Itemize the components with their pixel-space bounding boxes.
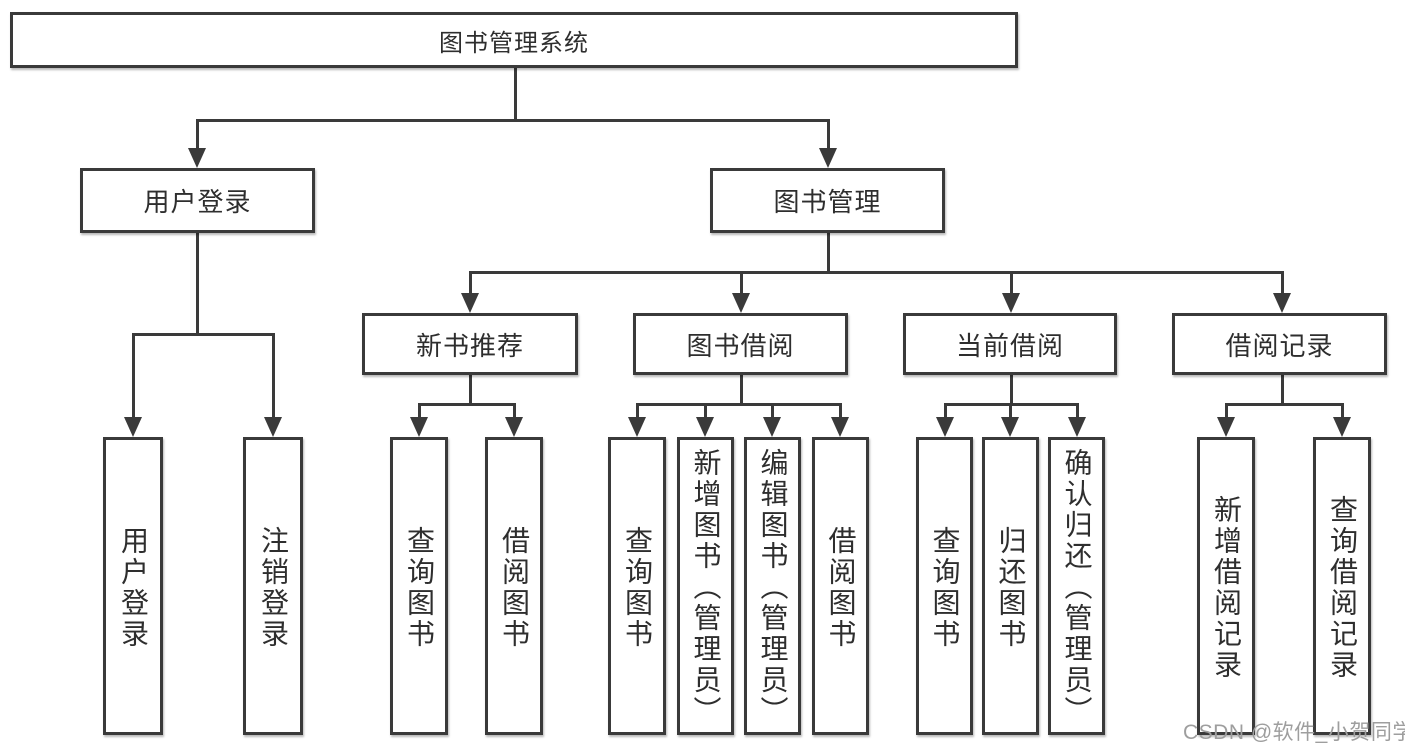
- arrow-down-icon: [831, 417, 849, 437]
- connector-level3-rail: [469, 271, 1283, 274]
- arrow-down-icon: [1002, 293, 1020, 313]
- leaf-query-books-borrow: 查询图书: [608, 437, 666, 735]
- arrow-down-icon: [410, 417, 428, 437]
- connector-drop-logout-leaf: [272, 333, 275, 417]
- connector-drop-current-borrowing: [1010, 271, 1013, 295]
- node-library-management-system: 图书管理系统: [10, 12, 1018, 68]
- connector-drop-book-management: [827, 119, 830, 149]
- arrow-down-icon: [1217, 417, 1235, 437]
- arrow-down-icon: [696, 417, 714, 437]
- connector-drop-book-borrowing: [740, 271, 743, 295]
- node-new-book-recommendation: 新书推荐: [362, 313, 578, 375]
- arrow-down-icon: [819, 148, 837, 168]
- leaf-query-borrow-record: 查询借阅记录: [1313, 437, 1371, 735]
- leaf-confirm-return-admin: 确认归还（管理员）: [1048, 437, 1105, 735]
- arrow-down-icon: [264, 417, 282, 437]
- connector-drop-leaf: [1225, 403, 1228, 419]
- leaf-user-login: 用户登录: [103, 437, 163, 735]
- connector-drop-leaf: [513, 403, 516, 419]
- arrow-down-icon: [732, 293, 750, 313]
- leaf-edit-books-admin: 编辑图书（管理员）: [744, 437, 801, 735]
- leaf-add-borrow-record: 新增借阅记录: [1197, 437, 1255, 735]
- connector-drop-leaf: [418, 403, 421, 419]
- leaf-borrow-books: 借阅图书: [812, 437, 869, 735]
- leaf-return-books: 归还图书: [982, 437, 1039, 735]
- leaf-query-books-recommend: 查询图书: [390, 437, 448, 735]
- connector-drop-leaf: [704, 403, 707, 419]
- node-borrowing-records: 借阅记录: [1172, 313, 1387, 375]
- connector-root-stem: [514, 66, 517, 121]
- node-current-borrowing: 当前借阅: [903, 313, 1117, 375]
- connector-book-borrowing-stem: [740, 373, 743, 406]
- arrow-down-icon: [936, 417, 954, 437]
- node-user-login: 用户登录: [80, 168, 315, 233]
- csdn-watermark: CSDN @软件_小贺同学: [1183, 721, 1405, 744]
- arrow-down-icon: [124, 417, 142, 437]
- arrow-down-icon: [505, 417, 523, 437]
- connector-drop-user-login-leaf: [132, 333, 135, 417]
- connector-drop-new-book: [469, 271, 472, 295]
- connector-drop-leaf: [636, 403, 639, 419]
- node-book-borrowing: 图书借阅: [633, 313, 848, 375]
- connector-book-management-stem: [827, 231, 830, 273]
- arrow-down-icon: [1273, 293, 1291, 313]
- arrow-down-icon: [628, 417, 646, 437]
- arrow-down-icon: [1333, 417, 1351, 437]
- connector-new-book-rail: [418, 403, 516, 406]
- connector-drop-leaf: [1076, 403, 1079, 419]
- leaf-query-books-current: 查询图书: [916, 437, 973, 735]
- connector-borrowing-records-rail: [1225, 403, 1343, 406]
- arrow-down-icon: [1001, 417, 1019, 437]
- arrow-down-icon: [763, 417, 781, 437]
- connector-current-borrowing-stem: [1010, 373, 1013, 406]
- connector-drop-leaf: [944, 403, 947, 419]
- node-book-management: 图书管理: [710, 168, 945, 233]
- leaf-logout: 注销登录: [243, 437, 303, 735]
- connector-drop-borrowing-records: [1281, 271, 1284, 295]
- connector-drop-leaf: [839, 403, 842, 419]
- leaf-borrow-books-recommend: 借阅图书: [485, 437, 543, 735]
- arrow-down-icon: [461, 293, 479, 313]
- connector-drop-user-login: [196, 119, 199, 149]
- connector-book-borrowing-rail: [636, 403, 842, 406]
- connector-new-book-stem: [469, 373, 472, 406]
- leaf-add-books-admin: 新增图书（管理员）: [677, 437, 734, 735]
- connector-user-login-rail: [132, 333, 274, 336]
- connector-drop-leaf: [771, 403, 774, 419]
- connector-level2-rail: [196, 119, 830, 122]
- arrow-down-icon: [188, 148, 206, 168]
- connector-user-login-stem: [196, 231, 199, 336]
- arrow-down-icon: [1068, 417, 1086, 437]
- connector-drop-leaf: [1341, 403, 1344, 419]
- connector-borrowing-records-stem: [1281, 373, 1284, 406]
- connector-drop-leaf: [1009, 403, 1012, 419]
